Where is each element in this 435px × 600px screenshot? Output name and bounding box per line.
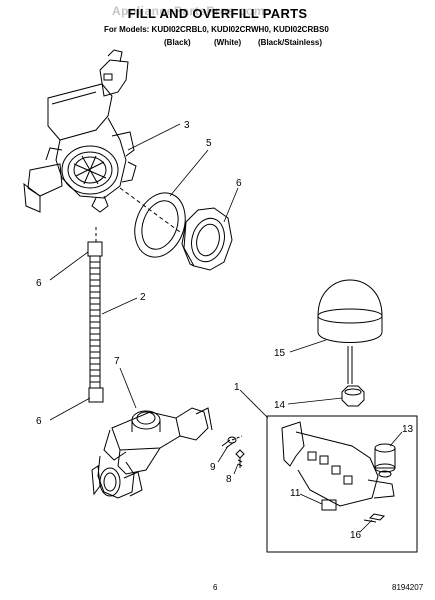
- callout-part-11: 11: [290, 488, 301, 499]
- callout-part-13: 13: [402, 424, 414, 435]
- part-nut: [181, 207, 233, 271]
- color-white: (White): [214, 38, 242, 47]
- callout-part-2: 2: [140, 292, 146, 303]
- color-black-stainless: (Black/Stainless): [258, 38, 323, 47]
- callout-part-6-bottom: 6: [36, 416, 42, 427]
- callout-part-6-top: 6: [36, 278, 42, 289]
- callout-part-16: 16: [350, 530, 362, 541]
- callout-part-15: 15: [274, 348, 286, 359]
- part-gasket-ring: [134, 192, 186, 258]
- callout-part-7: 7: [114, 356, 120, 367]
- document-number: 8194207: [392, 583, 424, 592]
- callout-part-9: 9: [210, 462, 216, 473]
- callout-part-8: 8: [226, 474, 232, 485]
- color-black: (Black): [164, 38, 191, 47]
- callout-part-3: 3: [184, 120, 190, 131]
- callout-leaders: [49, 123, 403, 533]
- part-float-switch-assembly: [266, 415, 418, 553]
- part-fill-hose: [87, 226, 104, 403]
- callout-part-1: 1: [234, 382, 240, 393]
- callout-part-5: 6: [236, 178, 242, 189]
- part-float: [317, 279, 383, 384]
- part-float-nut: [341, 385, 365, 407]
- part-screw: [221, 435, 245, 468]
- callout-part-4: 5: [206, 138, 212, 149]
- page-number: 6: [213, 583, 218, 592]
- part-fill-valve: [91, 407, 213, 499]
- callout-part-14: 14: [274, 400, 286, 411]
- watermark: AppliancePartsPros.com: [112, 4, 266, 18]
- part-fill-funnel: [23, 49, 137, 213]
- page-title: FILL AND OVERFILL PARTS: [127, 6, 308, 21]
- models-line: For Models: KUDI02CRBL0, KUDI02CRWH0, KU…: [104, 25, 329, 34]
- callout-numbers: 3 5 6 6 2 7 6 1 9 8 15 14 13 11 16: [36, 120, 414, 541]
